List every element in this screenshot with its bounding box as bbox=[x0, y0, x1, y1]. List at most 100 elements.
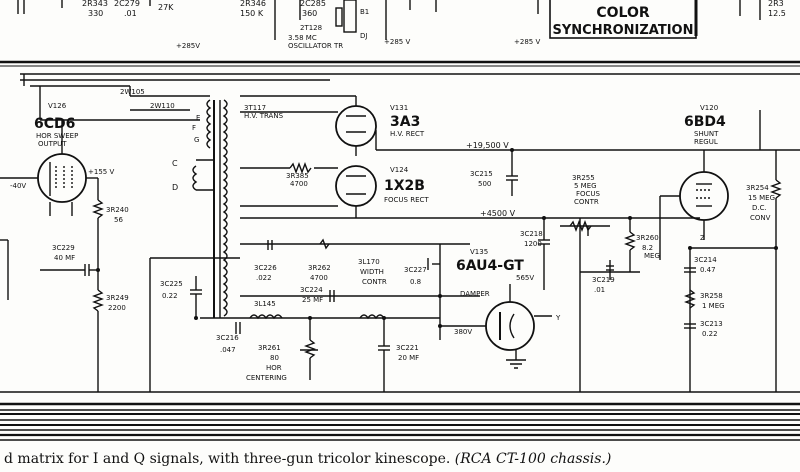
label-285v-a: +285V bbox=[176, 42, 200, 50]
label-01-b: .01 bbox=[594, 286, 605, 294]
tube-type-3a3: 3A3 bbox=[390, 114, 420, 130]
tube-func-6bd4-2: REGUL bbox=[694, 138, 718, 146]
label-b1: B1 bbox=[360, 8, 369, 16]
schematic-diagram: 2R343 330 2C279 27K .01 2R346 150 K 2C28… bbox=[0, 0, 800, 441]
tube-func-6au4: DAMPER bbox=[460, 290, 490, 298]
label-80: 80 bbox=[270, 354, 279, 362]
label-3c225: 3C225 bbox=[160, 280, 183, 288]
label-8-2: 8.2 bbox=[642, 244, 653, 252]
label-01: .01 bbox=[124, 9, 137, 18]
label-5meg: 5 MEG bbox=[574, 182, 597, 190]
tube-ref-v126: V126 bbox=[48, 102, 67, 110]
voltage-380: 380V bbox=[454, 328, 472, 336]
label-3r385: 3R385 bbox=[286, 172, 309, 180]
color-sync-title-1: COLOR bbox=[596, 5, 649, 21]
label-25mf: 25 MF bbox=[302, 296, 323, 304]
label-3c214: 3C214 bbox=[694, 256, 717, 264]
label-3c218: 3C218 bbox=[520, 230, 543, 238]
label-358mc: 3.58 MC bbox=[288, 34, 317, 42]
label-f: F bbox=[192, 124, 196, 132]
label-3r260: 3R260 bbox=[636, 234, 659, 242]
label-15meg: 15 MEG bbox=[748, 194, 775, 202]
label-27k: 27K bbox=[158, 3, 174, 12]
label-022-a: 0.22 bbox=[162, 292, 178, 300]
label-56: 56 bbox=[114, 216, 123, 224]
label-3c229: 3C229 bbox=[52, 244, 75, 252]
label-3c216: 3C216 bbox=[216, 334, 239, 342]
label-y: Y bbox=[555, 314, 561, 322]
label-2w105: 2W105 bbox=[120, 88, 145, 96]
label-3c227: 3C227 bbox=[404, 266, 427, 274]
label-3c224: 3C224 bbox=[300, 286, 323, 294]
tube-func-6cd6-1: HOR SWEEP bbox=[36, 132, 78, 140]
tube-func-1x2b: FOCUS RECT bbox=[384, 196, 429, 204]
voltage-19500: +19,500 V bbox=[466, 141, 509, 150]
label-3c219: 3C219 bbox=[592, 276, 615, 284]
label-3t117: 3T117 bbox=[244, 104, 266, 112]
label-3l145: 3L145 bbox=[254, 300, 276, 308]
label-2r343: 2R343 bbox=[82, 0, 108, 8]
voltage-4500: +4500 V bbox=[480, 209, 516, 218]
figure-caption: d matrix for I and Q signals, with three… bbox=[0, 446, 800, 472]
caption-chassis: (RCA CT-100 chassis.) bbox=[454, 451, 612, 467]
label-285v-c: +285 V bbox=[514, 38, 540, 46]
voltage-40: -40V bbox=[10, 182, 26, 190]
label-g: G bbox=[194, 136, 199, 144]
label-150k: 150 K bbox=[240, 9, 264, 18]
label-20mf: 20 MF bbox=[398, 354, 419, 362]
label-3c213: 3C213 bbox=[700, 320, 723, 328]
label-c: C bbox=[172, 159, 178, 168]
label-3r249: 3R249 bbox=[106, 294, 129, 302]
label-3r240: 3R240 bbox=[106, 206, 129, 214]
tube-func-6bd4-1: SHUNT bbox=[694, 130, 719, 138]
label-4700-b: 4700 bbox=[310, 274, 328, 282]
label-047-b: .047 bbox=[220, 346, 236, 354]
label-360: 360 bbox=[302, 9, 317, 18]
label-0022: .022 bbox=[256, 274, 272, 282]
label-2200: 2200 bbox=[108, 304, 126, 312]
label-z: Z bbox=[700, 234, 705, 242]
label-1200: 1200 bbox=[524, 240, 542, 248]
tube-func-6cd6-2: OUTPUT bbox=[38, 140, 67, 148]
label-3l170: 3L170 bbox=[358, 258, 380, 266]
label-width: WIDTH bbox=[360, 268, 384, 276]
label-3c215: 3C215 bbox=[470, 170, 493, 178]
tube-type-1x2b: 1X2B bbox=[384, 178, 425, 194]
tube-ref-v135: V135 bbox=[470, 248, 488, 256]
label-osc-tr: OSCILLATOR TR bbox=[288, 42, 343, 50]
label-3c226: 3C226 bbox=[254, 264, 277, 272]
label-e: E bbox=[196, 114, 200, 122]
label-dc: D.C. bbox=[752, 204, 767, 212]
label-centering: CENTERING bbox=[246, 374, 287, 382]
tube-ref-v131: V131 bbox=[390, 104, 408, 112]
label-2c285: 2C285 bbox=[300, 0, 326, 8]
label-conv: CONV bbox=[750, 214, 771, 222]
label-hor: HOR bbox=[266, 364, 282, 372]
label-3c221: 3C221 bbox=[396, 344, 419, 352]
label-330: 330 bbox=[88, 9, 103, 18]
caption-text: d matrix for I and Q signals, with three… bbox=[4, 451, 451, 467]
label-2r3: 2R3 bbox=[768, 0, 784, 8]
label-contr-a: CONTR bbox=[574, 198, 599, 206]
label-dj: DJ bbox=[360, 32, 367, 40]
tube-type-6au4: 6AU4-GT bbox=[456, 258, 524, 274]
label-08: 0.8 bbox=[410, 278, 421, 286]
label-2t128: 2T128 bbox=[300, 24, 322, 32]
label-3r262: 3R262 bbox=[308, 264, 331, 272]
tube-type-6cd6: 6CD6 bbox=[34, 116, 75, 132]
label-4700-a: 4700 bbox=[290, 180, 308, 188]
label-2c279: 2C279 bbox=[114, 0, 140, 8]
voltage-565: 565V bbox=[516, 274, 534, 282]
label-3r261: 3R261 bbox=[258, 344, 281, 352]
label-3r254: 3R254 bbox=[746, 184, 769, 192]
tube-ref-v120: V120 bbox=[700, 104, 718, 112]
label-meg-a: MEG bbox=[644, 252, 660, 260]
tube-type-6bd4: 6BD4 bbox=[684, 114, 726, 130]
label-40mf: 40 MF bbox=[54, 254, 75, 262]
tube-func-3a3: H.V. RECT bbox=[390, 130, 425, 138]
label-contr-b: CONTR bbox=[362, 278, 387, 286]
label-047: 0.47 bbox=[700, 266, 716, 274]
label-hv-trans: H.V. TRANS bbox=[244, 112, 284, 120]
tube-ref-v124: V124 bbox=[390, 166, 409, 174]
